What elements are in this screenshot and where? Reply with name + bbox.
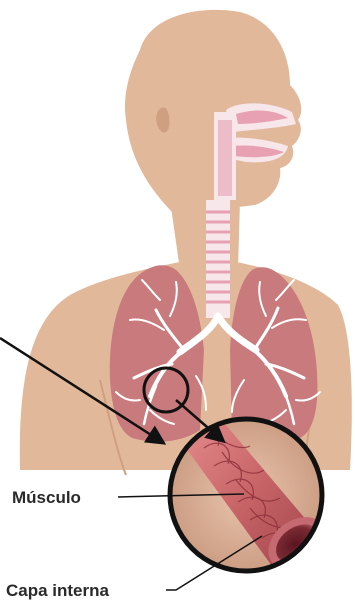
muscle-label: Músculo [12,488,81,507]
pharynx-pink [218,120,232,196]
trachea [206,200,230,318]
inner-layer-label: Capa interna [6,581,110,600]
